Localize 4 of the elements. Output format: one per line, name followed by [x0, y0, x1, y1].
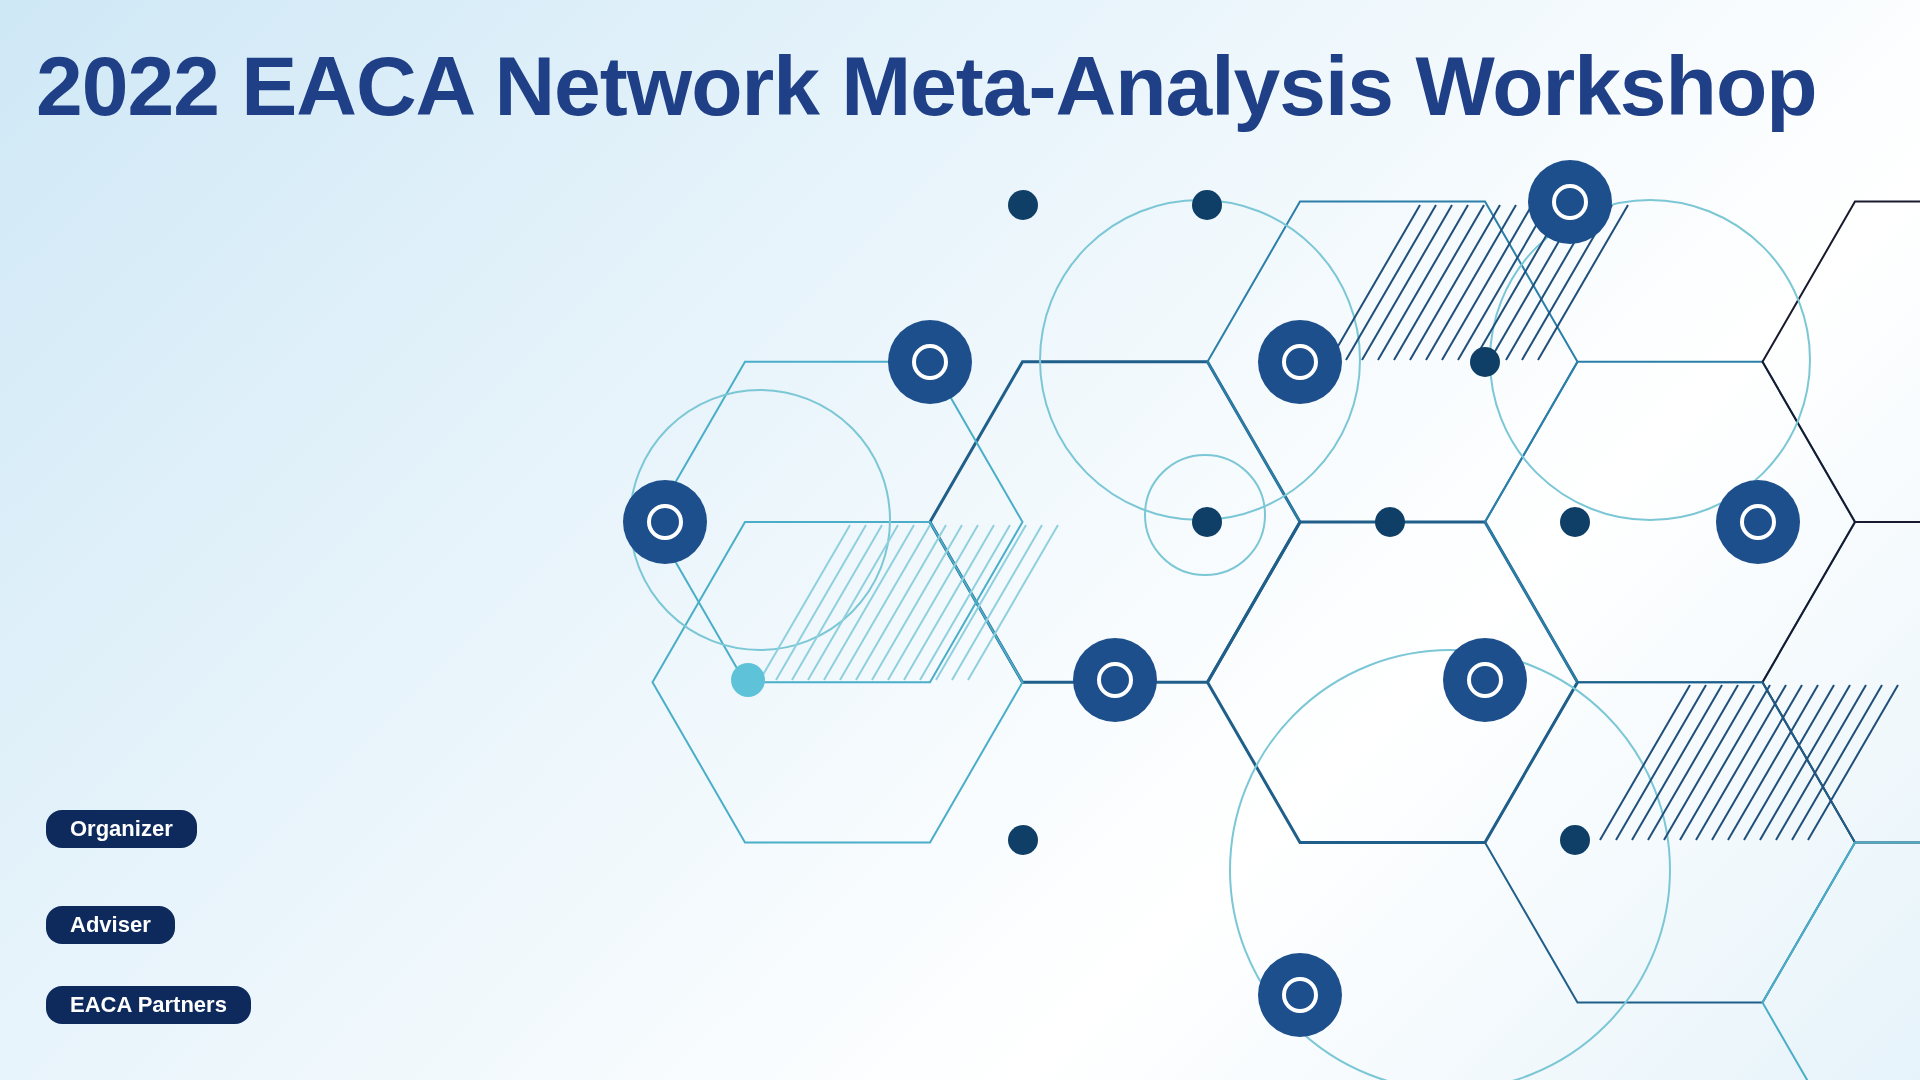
role-badge: EACA Partners — [46, 986, 251, 1024]
role-badge: Adviser — [46, 906, 175, 944]
role-badge: Organizer — [46, 810, 197, 848]
workshop-title: 2022 EACA Network Meta-Analysis Workshop — [36, 38, 1817, 135]
